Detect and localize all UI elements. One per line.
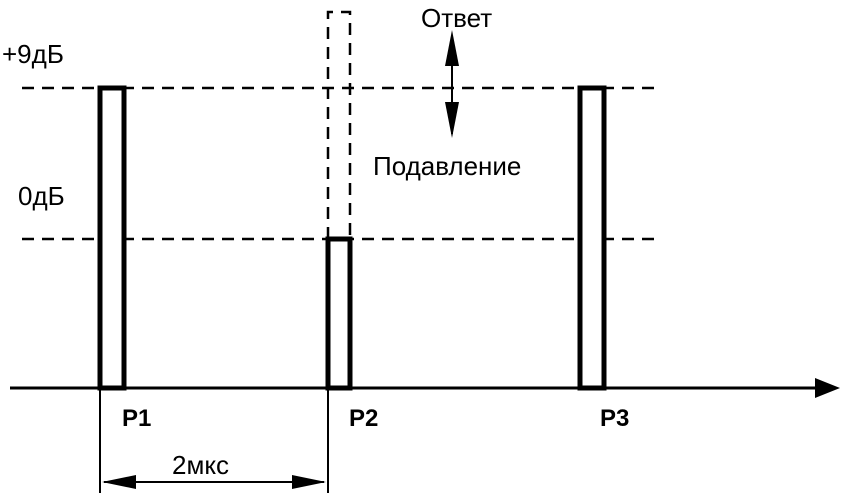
pulse-p2 xyxy=(325,236,353,391)
pulse-p3 xyxy=(577,85,607,391)
p2-dashed-outline xyxy=(326,10,352,239)
pulse-label-p2: P2 xyxy=(349,405,378,432)
pulse-p1 xyxy=(97,85,127,391)
reply-arrow-up xyxy=(445,30,459,66)
interval-label: 2мкс xyxy=(172,450,229,480)
interval-arrow-right xyxy=(292,475,326,489)
interval-arrow-left xyxy=(102,475,136,489)
suppression-label: Подавление xyxy=(373,151,521,181)
reply-label: Ответ xyxy=(421,3,492,33)
time-axis-arrow xyxy=(815,378,840,398)
level-label-zero: 0дБ xyxy=(18,181,65,211)
level-label-high: +9дБ xyxy=(2,39,64,69)
pulse-label-p1: P1 xyxy=(122,405,151,432)
suppression-arrow-down xyxy=(445,102,459,138)
pulse-label-p3: P3 xyxy=(600,405,629,432)
